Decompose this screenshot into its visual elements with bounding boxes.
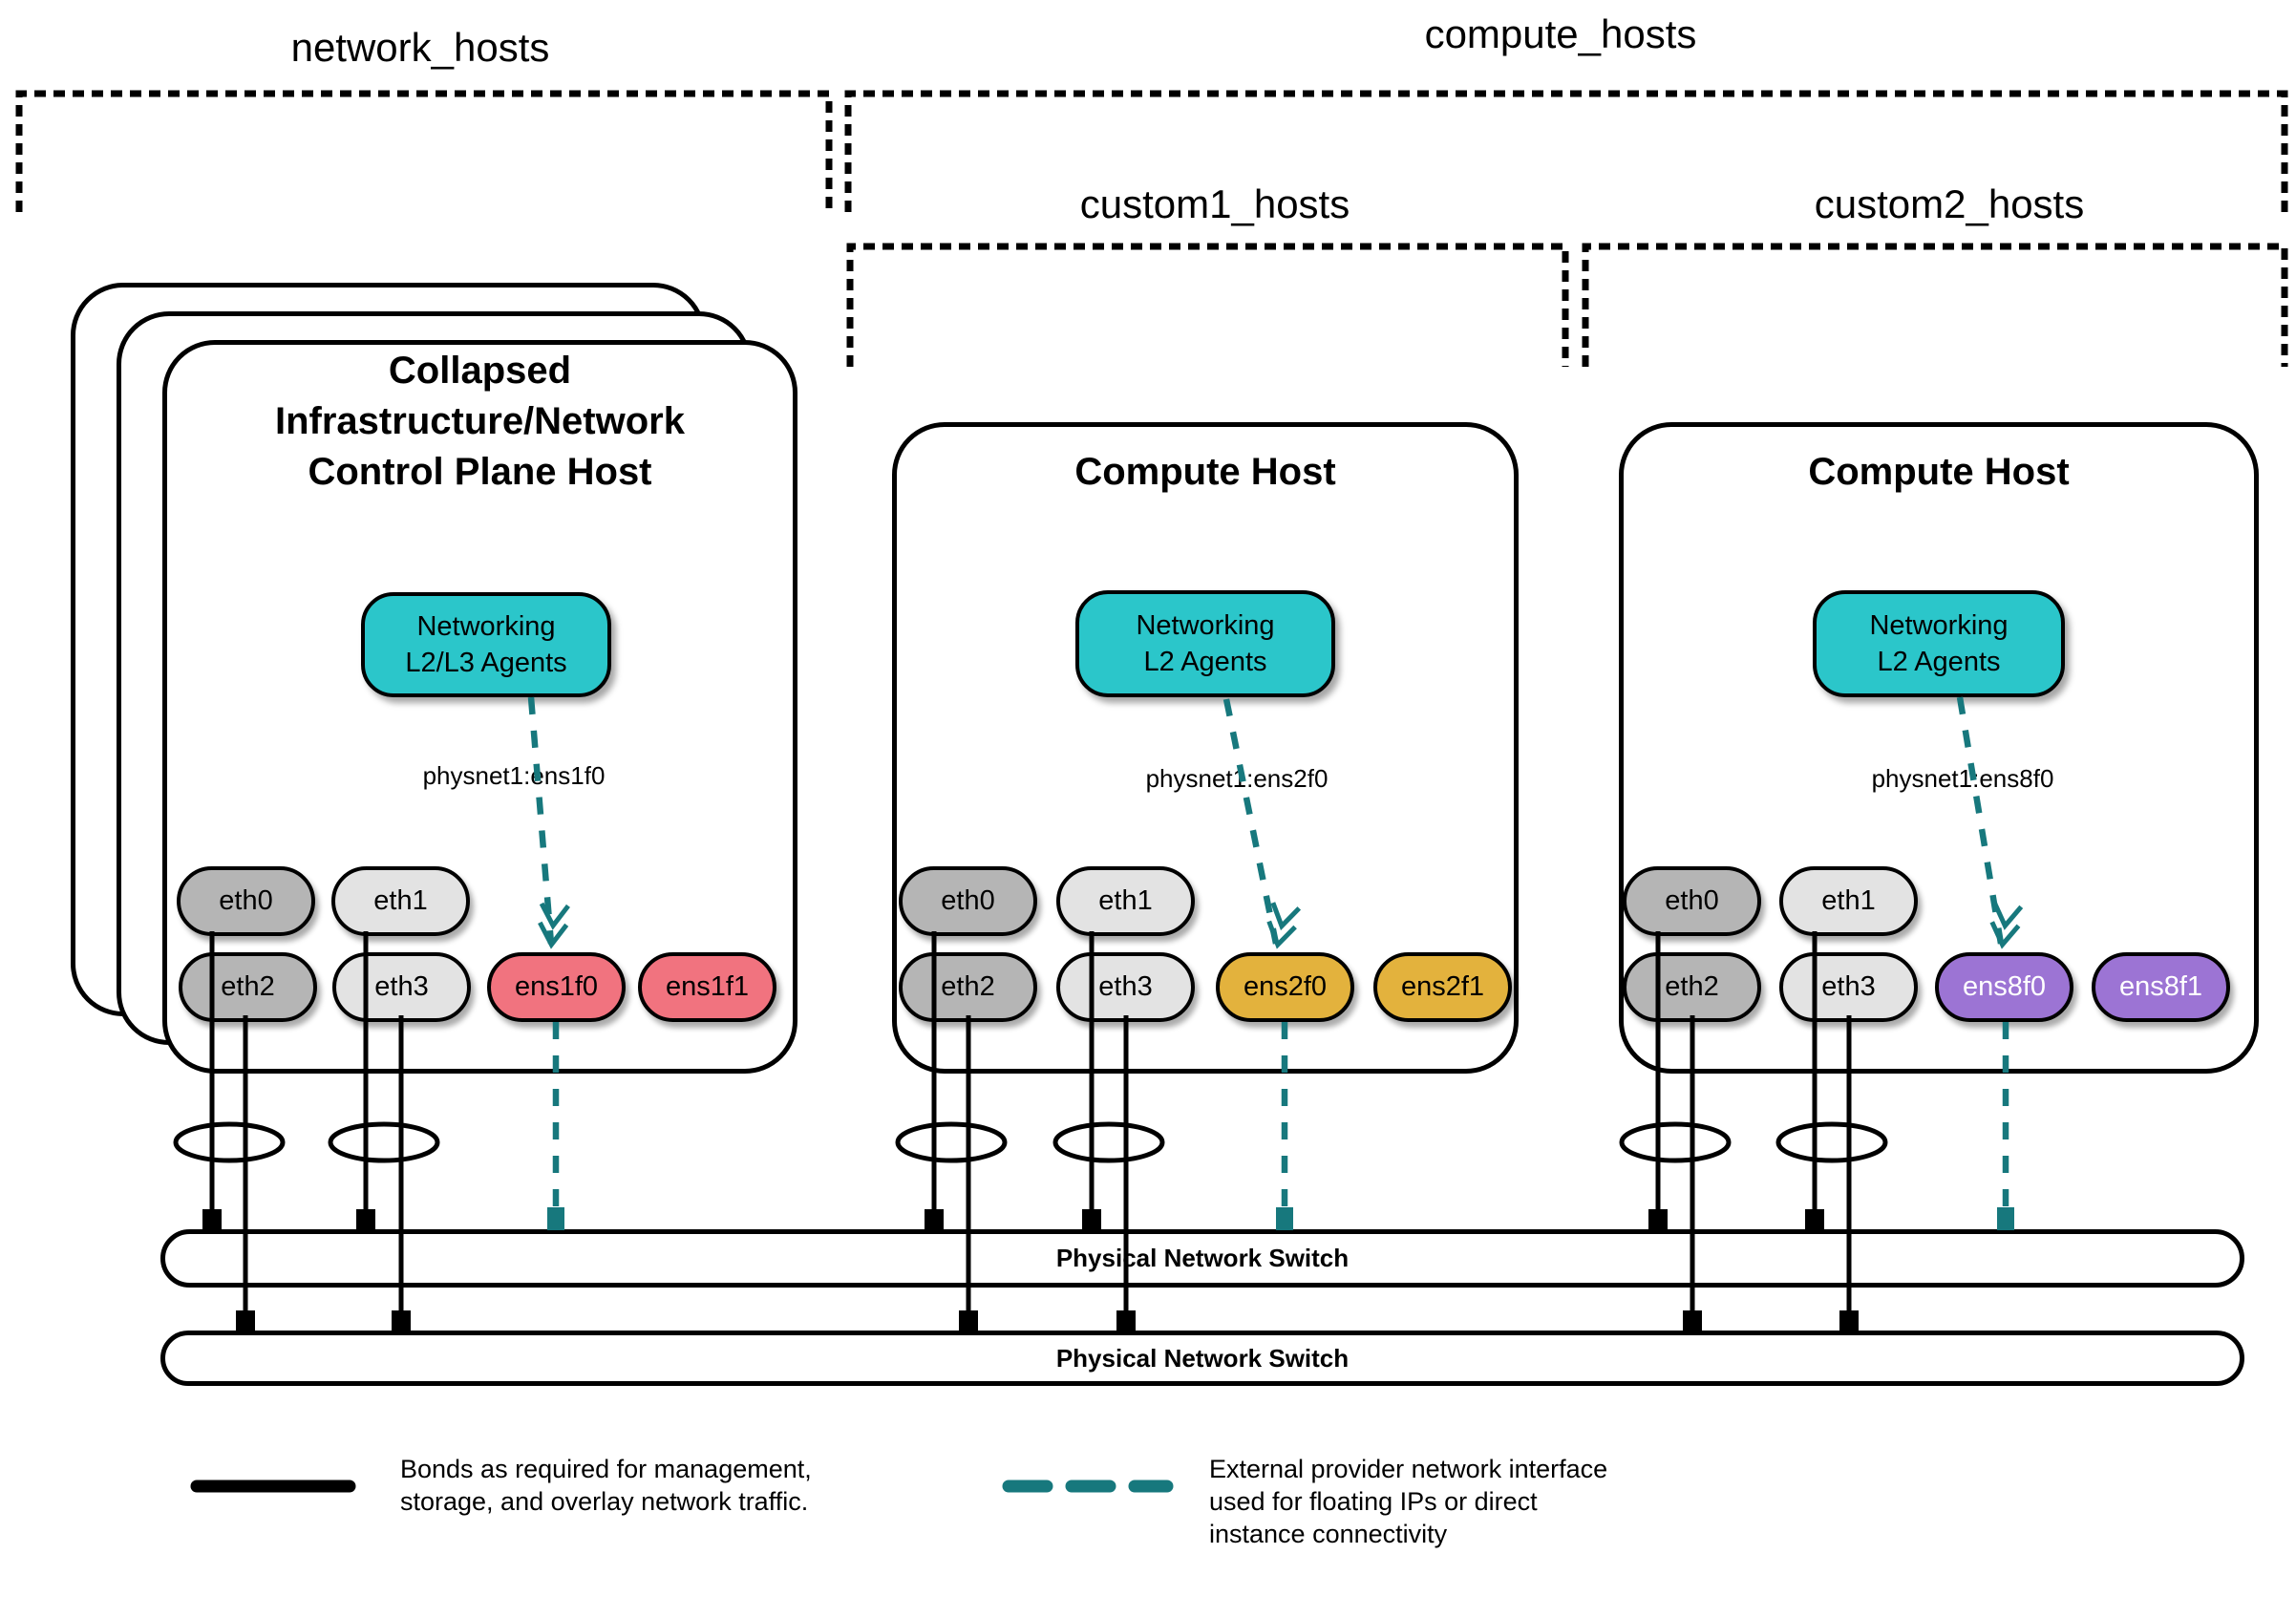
host-title-line: Infrastructure/Network xyxy=(275,400,685,442)
physnet-label: physnet1:ens2f0 xyxy=(1145,764,1329,793)
host-title-compute-1: Compute Host xyxy=(1074,451,1336,493)
nic-pill-ens2f1: ens2f1 xyxy=(1373,952,1512,1022)
host-title-control-plane: Collapsed Infrastructure/Network Control… xyxy=(162,346,797,498)
nic-pill-ens1f0: ens1f0 xyxy=(487,952,626,1022)
nic-pill-eth0: eth0 xyxy=(177,866,315,936)
nic-pill-eth2: eth2 xyxy=(1623,952,1761,1022)
nic-pill-eth3: eth3 xyxy=(332,952,471,1022)
legend-external-line: used for floating IPs or direct xyxy=(1209,1487,1538,1516)
nic-pill-ens2f0: ens2f0 xyxy=(1216,952,1354,1022)
physnet-label: physnet1:ens1f0 xyxy=(422,761,606,790)
group-bracket-network-hosts xyxy=(15,90,833,212)
group-label-custom1-hosts: custom1_hosts xyxy=(1079,181,1350,226)
host-box-control-plane xyxy=(162,340,797,1074)
group-label-compute-hosts: compute_hosts xyxy=(1424,11,1697,56)
nic-pill-ens8f1: ens8f1 xyxy=(2092,952,2230,1022)
nic-pill-eth0: eth0 xyxy=(1623,866,1761,936)
nic-pill-eth3: eth3 xyxy=(1779,952,1918,1022)
nic-pill-eth2: eth2 xyxy=(179,952,317,1022)
legend-bond-text: Bonds as required for management, storag… xyxy=(400,1453,859,1518)
agents-label-line: Networking xyxy=(1136,610,1275,641)
agents-label-line: L2 Agents xyxy=(1877,647,2001,677)
host-title-line: Collapsed xyxy=(388,350,572,392)
group-bracket-custom2-hosts xyxy=(1582,243,2288,367)
group-label-custom2-hosts: custom2_hosts xyxy=(1814,181,2085,226)
legend-bond-line: storage, and overlay network traffic. xyxy=(400,1487,809,1516)
nic-pill-eth3: eth3 xyxy=(1056,952,1195,1022)
networking-agents-box-l2-1: Networking L2 Agents xyxy=(1075,590,1335,697)
host-title-line: Control Plane Host xyxy=(308,451,652,493)
agents-label-line: L2/L3 Agents xyxy=(405,648,567,678)
group-label-network-hosts: network_hosts xyxy=(290,25,550,70)
agents-label-line: Networking xyxy=(1869,610,2009,641)
nic-pill-ens8f0: ens8f0 xyxy=(1935,952,2073,1022)
nic-pill-eth1: eth1 xyxy=(1056,866,1195,936)
legend-bond-line: Bonds as required for management, xyxy=(400,1455,812,1483)
switch-label: Physical Network Switch xyxy=(1055,1343,1350,1373)
physnet-label: physnet1:ens8f0 xyxy=(1871,764,2054,793)
nic-pill-eth1: eth1 xyxy=(1779,866,1918,936)
legend-external-text: External provider network interface used… xyxy=(1209,1453,1648,1550)
physical-network-switch-1: Physical Network Switch xyxy=(160,1229,2244,1288)
group-bracket-custom1-hosts xyxy=(846,243,1569,367)
physical-network-switch-2: Physical Network Switch xyxy=(160,1331,2244,1386)
networking-agents-box-l2l3: Networking L2/L3 Agents xyxy=(361,592,611,697)
legend-external-line: instance connectivity xyxy=(1209,1520,1448,1548)
nic-pill-eth1: eth1 xyxy=(331,866,470,936)
nic-pill-eth2: eth2 xyxy=(899,952,1037,1022)
host-title-compute-2: Compute Host xyxy=(1808,451,2070,493)
switch-label: Physical Network Switch xyxy=(1055,1244,1350,1272)
bond-ellipses xyxy=(173,1121,1888,1163)
nic-pill-eth0: eth0 xyxy=(899,866,1037,936)
agents-label-line: L2 Agents xyxy=(1143,647,1267,677)
legend-external-line: External provider network interface xyxy=(1209,1455,1608,1483)
nic-pill-ens1f1: ens1f1 xyxy=(638,952,776,1022)
agents-label-line: Networking xyxy=(416,611,556,642)
networking-agents-box-l2-2: Networking L2 Agents xyxy=(1813,590,2065,697)
